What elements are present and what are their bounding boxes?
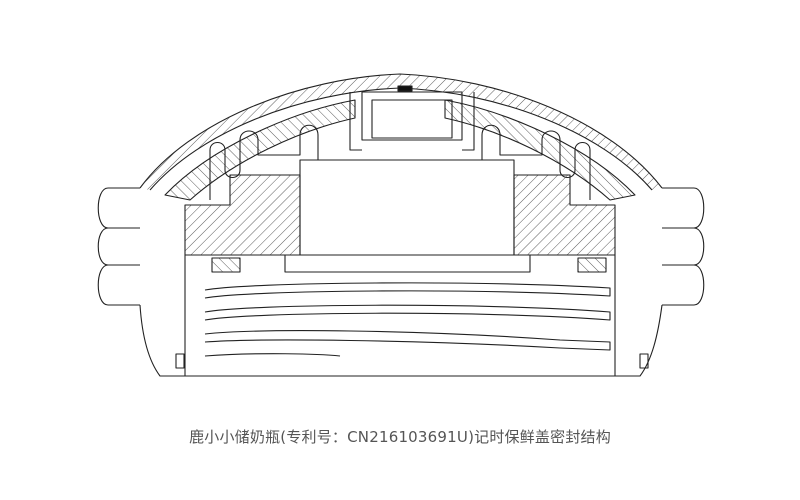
indicator-mark (397, 85, 413, 92)
thread-2 (204, 304, 611, 321)
dome-hatch-band (140, 74, 662, 190)
vent-block-right (577, 257, 607, 273)
vent-block-left (211, 257, 241, 273)
side-rib-right-2 (662, 227, 705, 266)
figure-caption: 鹿小小储奶瓶(专利号：CN216103691U)记时保鲜盖密封结构 (189, 428, 611, 446)
central-window-plate (371, 99, 453, 139)
plug-step (284, 255, 531, 273)
side-rib-left-2 (97, 227, 140, 266)
thread-3 (204, 330, 611, 351)
central-plug (299, 159, 515, 256)
side-rib-left-3 (97, 264, 140, 306)
central-neck (349, 92, 475, 151)
seal-ring-left (209, 124, 319, 200)
seal-ring-right (481, 124, 591, 200)
thread-1 (204, 282, 611, 299)
foot-left (175, 353, 185, 369)
central-window-recess (361, 91, 463, 141)
thread-4 (204, 353, 341, 357)
side-rib-left-1 (97, 187, 140, 229)
side-rib-right-3 (662, 264, 705, 306)
foot-right (639, 353, 649, 369)
side-rib-right-1 (662, 187, 705, 229)
cap-cross-section-drawing (97, 73, 705, 377)
